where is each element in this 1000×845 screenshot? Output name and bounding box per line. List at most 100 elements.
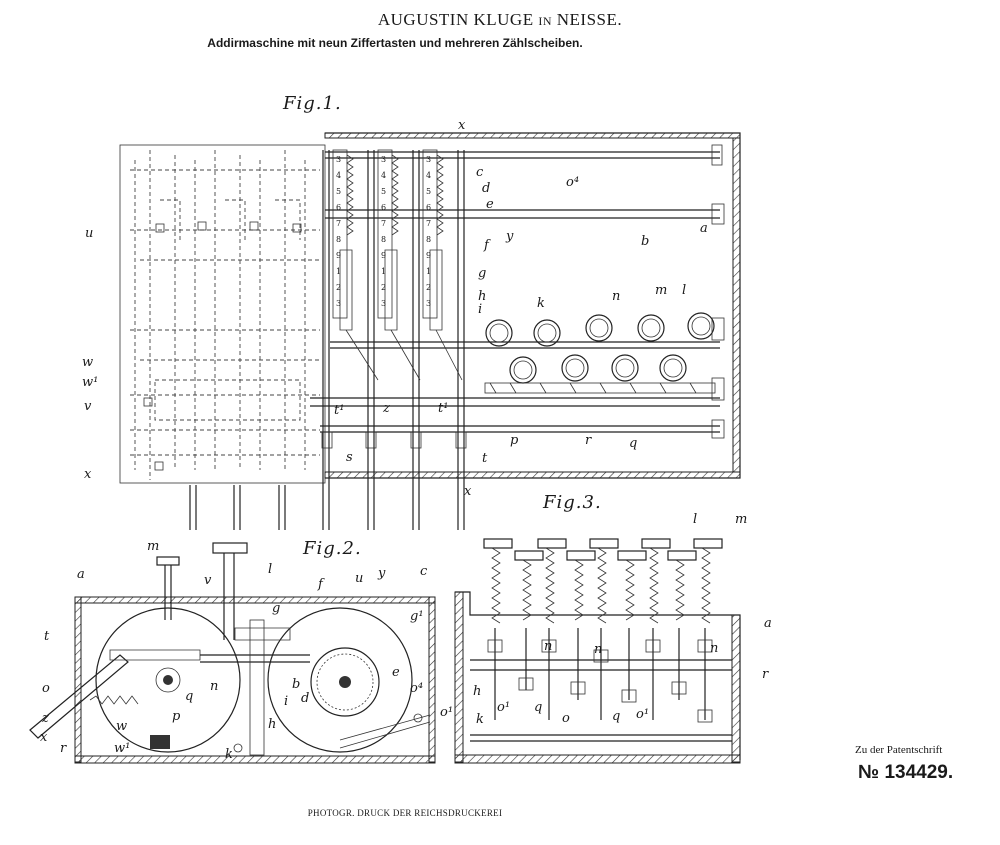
label-x: x — [40, 730, 48, 745]
label-g1: g¹ — [410, 609, 424, 624]
fig1-counter-discs — [484, 312, 716, 394]
label-w1: w¹ — [82, 375, 98, 390]
fig3-label: Fig.3. — [543, 492, 602, 513]
title-preposition: IN — [538, 14, 553, 28]
label-a: a — [700, 221, 708, 236]
label-t1b: t¹ — [438, 401, 448, 416]
label-t: t — [44, 629, 50, 644]
label-h: h — [478, 289, 486, 304]
label-z: z — [41, 711, 49, 726]
fig2-key-m — [156, 556, 180, 566]
fig2-case-right — [428, 596, 436, 763]
label-r: r — [585, 433, 592, 448]
label-g: g — [478, 266, 486, 281]
digit: 2 — [336, 283, 341, 292]
label-k: k — [225, 747, 233, 762]
label-o4: o⁴ — [410, 681, 423, 696]
digit: 5 — [426, 187, 431, 196]
digit: 9 — [426, 251, 431, 260]
label-v: v — [204, 573, 212, 588]
label-a: a — [764, 616, 772, 631]
fig1-labels: x o⁴ c d e b a f y g h i k n m l u w w¹ … — [82, 118, 708, 499]
fig2-handle — [29, 654, 129, 739]
fig1-case-wall-bottom — [324, 471, 741, 479]
digit: 1 — [336, 267, 341, 276]
label-p: p — [172, 709, 181, 724]
label-c: c — [420, 564, 428, 579]
fig1-drawing: 3 4 5 6 7 8 9 1 2 3 3 4 5 6 7 8 9 1 2 3 … — [82, 118, 741, 530]
fig1-levers — [321, 249, 467, 449]
fig3-keys — [483, 538, 723, 561]
fig1-shafts — [310, 144, 725, 439]
label-p: p — [510, 433, 519, 448]
fig2-drawing: m l a v u y c g g¹ t o z x r w w¹ n k h … — [29, 539, 453, 764]
digit: 1 — [426, 267, 431, 276]
label-q2: q — [612, 709, 620, 724]
fig3-springs — [491, 547, 711, 624]
label-f: f — [483, 238, 491, 253]
patent-title: AUGUSTIN KLUGE IN NEISSE. — [0, 10, 1000, 30]
label-e: e — [486, 197, 494, 212]
label-m: m — [655, 283, 667, 298]
digit: 3 — [381, 155, 386, 164]
label-x-left: x — [84, 467, 92, 482]
printer-credit: PHOTOGR. DRUCK DER REICHSDRUCKEREI — [307, 808, 503, 818]
label-o: o — [42, 681, 50, 696]
label-g: g — [272, 601, 280, 616]
digit: 7 — [381, 219, 386, 228]
fig2-case-left — [74, 596, 82, 763]
label-n3: n — [710, 641, 718, 656]
fig3-drawing: l m a n n n r q q o¹ o¹ o k h — [454, 512, 772, 764]
digit: 8 — [336, 235, 341, 244]
label-t: t — [482, 451, 488, 466]
digit: 8 — [426, 235, 431, 244]
label-h: h — [268, 717, 276, 732]
label-w: w — [116, 719, 127, 734]
digit: 2 — [426, 283, 431, 292]
fig1-cover-plate — [119, 144, 326, 484]
digit: 3 — [336, 299, 341, 308]
patent-caption: Zu der Patentschrift — [855, 744, 943, 756]
fig1-key-stems — [189, 150, 465, 530]
label-y: y — [505, 229, 514, 244]
digit: 3 — [336, 155, 341, 164]
label-v: v — [84, 399, 92, 414]
fig3-stems — [494, 628, 706, 720]
label-y: y — [377, 566, 386, 581]
fig1-label: Fig.1. — [283, 93, 342, 114]
label-s: s — [346, 450, 353, 465]
label-u: u — [355, 571, 363, 586]
label-m: m — [735, 512, 747, 527]
fig2-labels: m l a v u y c g g¹ t o z x r w w¹ n k h … — [40, 539, 453, 762]
fig3-case-right — [731, 614, 741, 763]
label-l: l — [693, 512, 697, 527]
digit: 5 — [381, 187, 386, 196]
digit: 7 — [336, 219, 341, 228]
label-h: h — [473, 684, 481, 699]
fig2-label: Fig.2. — [303, 538, 362, 559]
digit: 6 — [381, 203, 386, 212]
label-z: z — [382, 401, 390, 416]
digit: 3 — [426, 299, 431, 308]
digit: 9 — [336, 251, 341, 260]
inventor-place: NEISSE. — [556, 10, 623, 29]
label-n: n — [210, 679, 218, 694]
label-i: i — [284, 694, 288, 709]
label-x-top: x — [458, 118, 466, 133]
digit: 9 — [381, 251, 386, 260]
fig2-left-disc — [95, 607, 241, 753]
label-o4: o⁴ — [566, 175, 579, 190]
fig1-digit-labels: 3 4 5 6 7 8 9 1 2 3 3 4 5 6 7 8 9 1 2 3 … — [336, 155, 431, 308]
digit: 3 — [381, 299, 386, 308]
fig2-case-top — [74, 596, 436, 604]
label-a: a — [77, 567, 85, 582]
label-w1: w¹ — [114, 741, 130, 756]
label-l: l — [682, 283, 686, 298]
fig2-spring — [89, 695, 139, 705]
label-q: q — [629, 436, 637, 451]
label-n: n — [544, 639, 552, 654]
patent-number: № 134429. — [858, 762, 954, 783]
fig1-case-wall-right — [732, 137, 741, 473]
digit: 3 — [426, 155, 431, 164]
